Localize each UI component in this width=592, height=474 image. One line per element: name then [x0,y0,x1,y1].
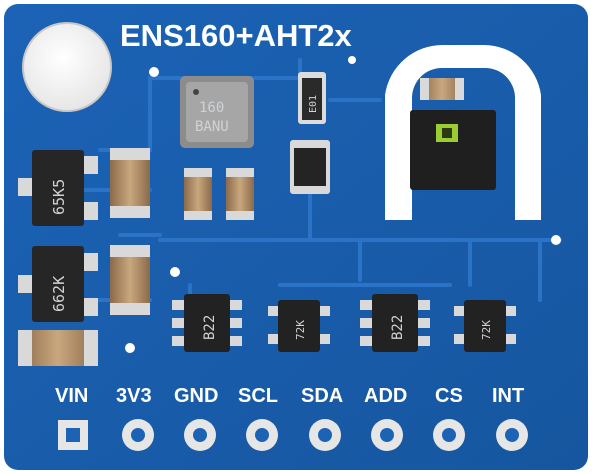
mounting-hole [22,22,112,112]
diode-e01: E01 [298,72,326,124]
pin-label-gnd: GND [174,385,218,407]
pin-label-add: ADD [364,385,407,407]
sensor-bottom-mark: BANU [195,119,229,135]
mosfet-array-4: 72K [454,300,516,352]
capacitor-c2 [226,168,254,220]
thermal-isolation-slot [385,44,541,221]
mosfet-array-4-mark: 72K [480,320,493,340]
pin-label-3v3: 3V3 [116,385,152,407]
capacitor-small [420,78,464,100]
board-title: ENS160+AHT2x [120,18,353,53]
sensor-top-mark: 160 [199,100,224,116]
pin-label-int: INT [492,385,524,407]
mosfet-array-2-mark: 72K [294,320,307,340]
pin-labels: VIN 3V3 GND SCL SDA ADD CS INT [55,385,524,407]
regulator-1: 65K5 [18,150,98,226]
pin-label-cs: CS [435,385,463,407]
mosfet-array-3-mark: B22 [390,315,406,340]
regulator-2: 662K [18,246,98,322]
ens160-sensor-chip: 160 BANU [180,76,254,148]
diode-mark: E01 [308,95,319,113]
header-pads [58,419,528,451]
regulator-1-mark: 65K5 [50,179,68,215]
pin-label-vin: VIN [55,385,88,407]
pin-label-sda: SDA [301,385,343,407]
sot-chip [290,140,330,194]
capacitor-c1 [184,168,212,220]
capacitor-large-2 [110,245,150,315]
regulator-2-mark: 662K [50,276,68,312]
mosfet-array-1: B22 [172,294,242,352]
mosfet-array-3: B22 [360,294,430,352]
capacitor-large-1 [110,148,150,218]
mosfet-array-2: 72K [268,300,330,352]
mosfet-array-1-mark: B22 [202,315,218,340]
pin-label-scl: SCL [238,385,278,407]
capacitor-bottom-left [18,330,98,366]
aht-humidity-sensor [410,110,496,190]
vias [125,56,561,353]
